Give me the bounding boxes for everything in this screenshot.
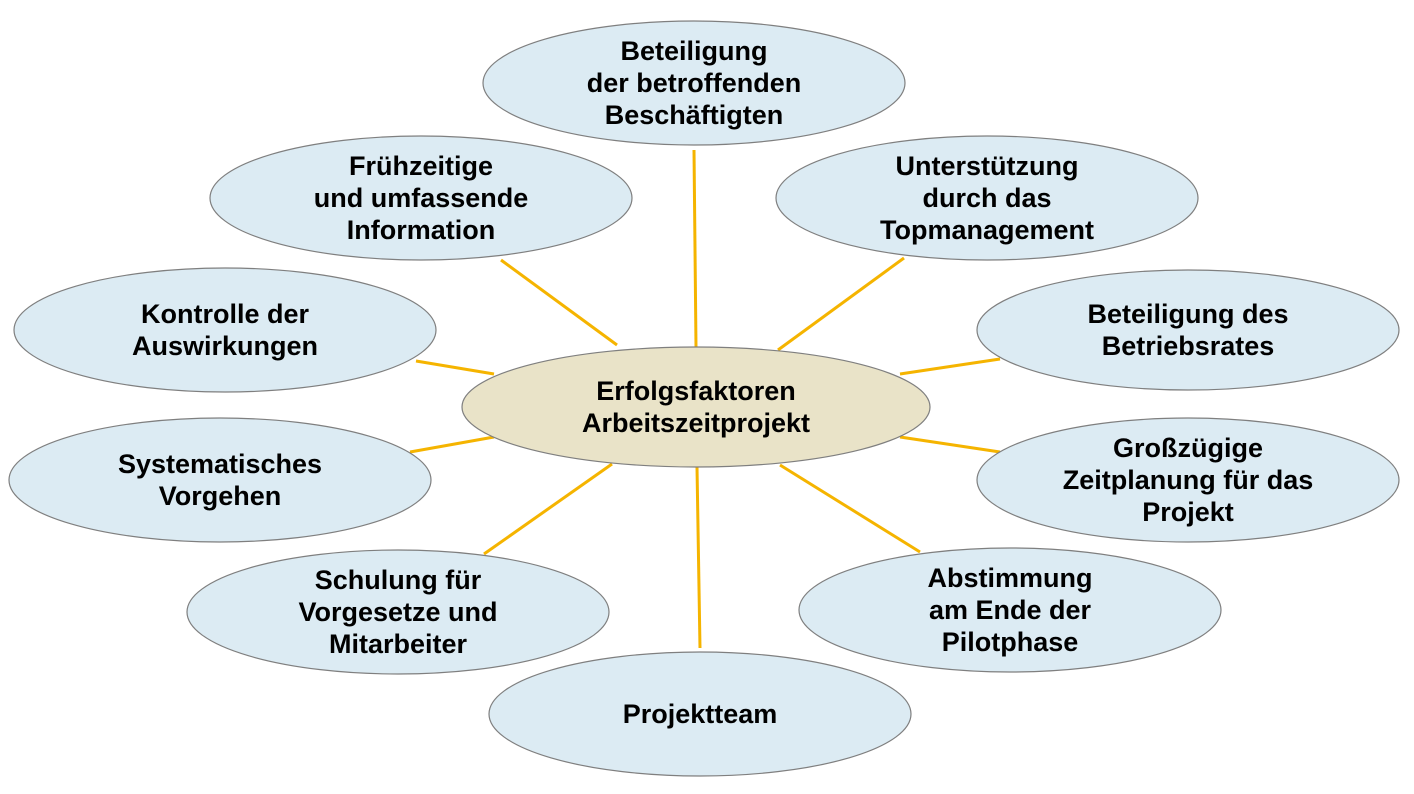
connector-beteiligung-betriebsrat — [899, 357, 1001, 376]
node-kontrolle-auswirkungen-label-line-1: Kontrolle der — [141, 299, 310, 329]
node-ellipse-beteiligung-betriebsrat — [976, 269, 1400, 391]
center-label-line-1: Erfolgsfaktoren — [596, 376, 796, 406]
center-label-line-2: Arbeitszeitprojekt — [582, 408, 810, 438]
node-unterstuetzung-topmanagement-label-line-1: Unterstützung — [896, 151, 1079, 181]
node-fruehzeitige-information-label-line-2: und umfassende — [314, 183, 529, 213]
node-ellipse-schulung — [186, 549, 610, 675]
node-ellipse-zeitplanung — [976, 417, 1400, 543]
connector-abstimmung-pilotphase — [779, 463, 921, 554]
connector-kontrolle-auswirkungen — [415, 359, 495, 376]
connector-unterstuetzung-topmanagement — [777, 256, 905, 352]
node-ellipse-unterstuetzung-topmanagement — [775, 135, 1199, 261]
node-ellipse-projektteam — [488, 651, 912, 777]
node-schulung-label-line-1: Schulung für — [315, 565, 482, 595]
node-projektteam-label-line-1: Projektteam — [623, 699, 778, 729]
connector-lines — [409, 149, 1001, 649]
node-beteiligung-betriebsrat-label-line-2: Betriebsrates — [1102, 331, 1275, 361]
node-ellipse-kontrolle-auswirkungen — [13, 267, 437, 393]
node-schulung-label-line-2: Vorgesetze und — [298, 597, 497, 627]
node-schulung-label-line-3: Mitarbeiter — [329, 629, 468, 659]
node-abstimmung-pilotphase-label-line-3: Pilotphase — [942, 627, 1079, 657]
node-abstimmung-pilotphase-label-line-1: Abstimmung — [928, 563, 1093, 593]
node-beteiligung-betriebsrat-label-line-1: Beteiligung des — [1087, 299, 1288, 329]
node-zeitplanung-label-line-2: Zeitplanung für das — [1063, 465, 1314, 495]
node-kontrolle-auswirkungen-label-line-2: Auswirkungen — [132, 331, 318, 361]
node-systematisches-vorgehen-label-line-1: Systematisches — [118, 449, 322, 479]
connector-systematisches-vorgehen — [409, 435, 495, 454]
node-ellipse-fruehzeitige-information — [209, 135, 633, 261]
node-ellipse-systematisches-vorgehen — [8, 417, 432, 543]
node-zeitplanung-label-line-3: Projekt — [1142, 497, 1234, 527]
node-projektteam: Projektteam — [488, 651, 912, 777]
connector-fruehzeitige-information — [500, 258, 618, 347]
connector-zeitplanung — [899, 435, 1001, 454]
node-ellipse-beteiligung-beschaeftigte — [482, 20, 906, 146]
node-fruehzeitige-information-label-line-3: Information — [347, 215, 496, 245]
node-beteiligung-beschaeftigte-label-line-2: der betroffenden — [587, 68, 802, 98]
node-unterstuetzung-topmanagement-label-line-2: durch das — [922, 183, 1051, 213]
node-abstimmung-pilotphase-label-line-2: am Ende der — [929, 595, 1092, 625]
connector-schulung — [483, 462, 613, 556]
node-beteiligung-beschaeftigte-label-line-3: Beschäftigten — [605, 100, 784, 130]
node-fruehzeitige-information-label-line-1: Frühzeitige — [349, 151, 493, 181]
node-zeitplanung-label-line-1: Großzügige — [1113, 433, 1263, 463]
center-ellipse — [461, 346, 931, 468]
connector-beteiligung-beschaeftigte — [692, 149, 698, 348]
connector-projektteam — [695, 466, 702, 649]
node-beteiligung-beschaeftigte-label-line-1: Beteiligung — [621, 36, 768, 66]
node-ellipse-abstimmung-pilotphase — [798, 547, 1222, 673]
node-unterstuetzung-topmanagement-label-line-3: Topmanagement — [880, 215, 1094, 245]
node-systematisches-vorgehen-label-line-2: Vorgehen — [159, 481, 282, 511]
